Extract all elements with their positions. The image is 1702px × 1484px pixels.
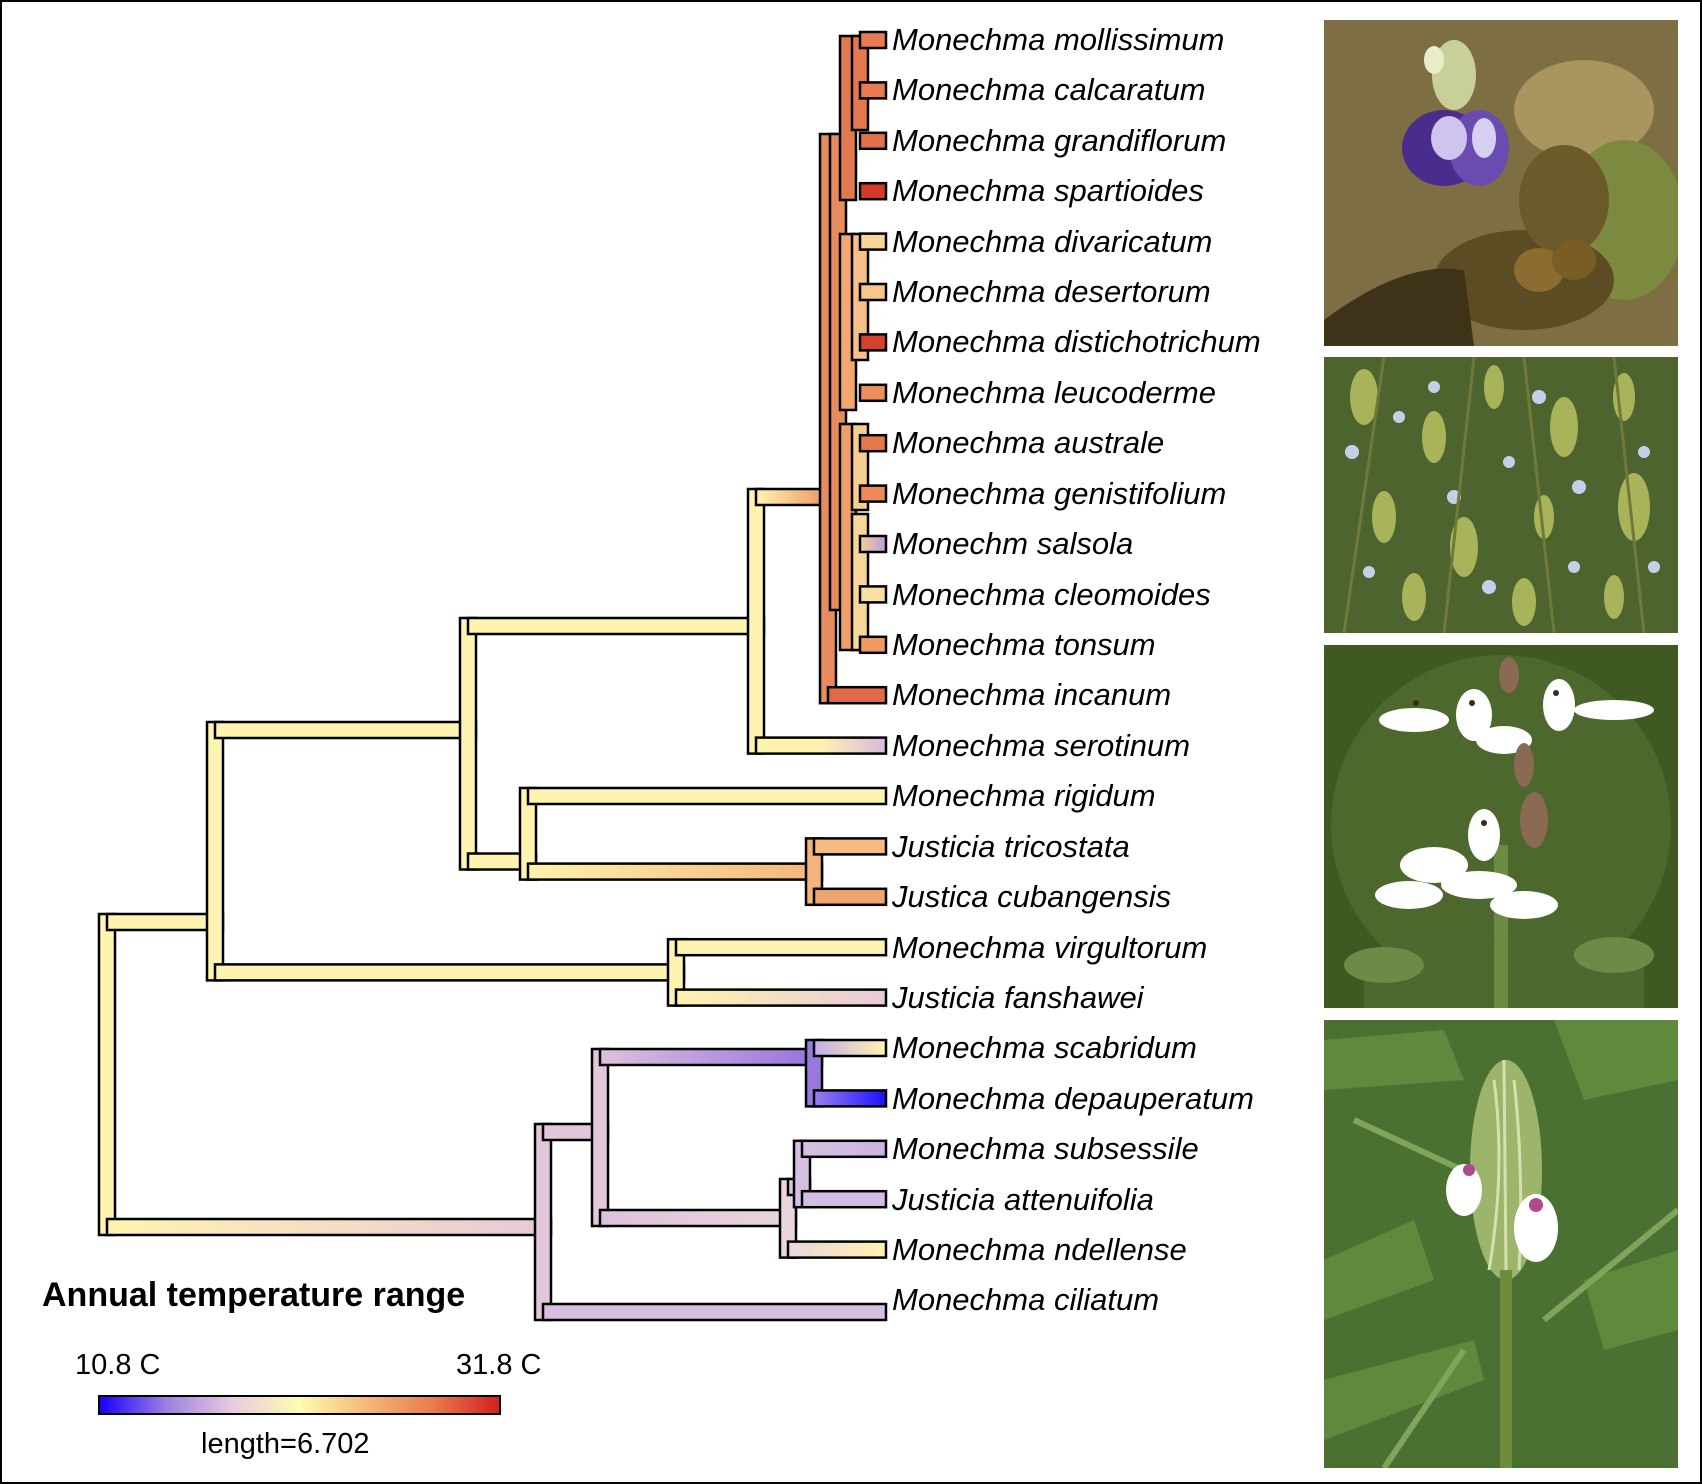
branch — [213, 963, 686, 982]
taxon-label: Monechma divaricatum — [892, 224, 1213, 259]
taxon-label: Monechma distichotrichum — [892, 324, 1261, 359]
legend-length-label: length=6.702 — [201, 1428, 370, 1460]
branch — [466, 616, 766, 636]
branch — [598, 1208, 798, 1228]
tip-branch — [786, 1240, 888, 1259]
root-connector — [97, 912, 117, 1237]
taxon-label: Monechma tonsum — [892, 627, 1156, 662]
branch-connector — [590, 1047, 610, 1228]
tip-branch — [674, 937, 888, 957]
tip-branch — [826, 685, 888, 705]
tip-branch — [858, 333, 888, 352]
branch-connector — [850, 512, 870, 652]
taxon-label: Justicia tricostata — [892, 829, 1130, 864]
flower-photo-white-bract — [1324, 1020, 1678, 1468]
tip-branch — [858, 534, 888, 554]
tip-branch — [858, 181, 888, 201]
root-branch-bottom — [105, 1217, 553, 1237]
tip-branch — [812, 887, 888, 907]
taxon-label: Monechma genistifolium — [892, 476, 1227, 511]
taxon-label: Monechma grandiflorum — [892, 123, 1227, 158]
taxon-label: Monechma depauperatum — [892, 1081, 1254, 1116]
branch-connector — [746, 487, 766, 755]
tip-branch — [812, 1038, 888, 1058]
tree-branches — [97, 30, 888, 1322]
tip-branch — [812, 837, 888, 856]
branch — [526, 862, 824, 881]
tip-branch — [858, 383, 888, 403]
tip-branch — [541, 1302, 888, 1322]
root-branch-top — [105, 912, 225, 932]
taxon-label: Monechma leucoderme — [892, 375, 1216, 410]
taxon-label: Monechma serotinum — [892, 728, 1191, 763]
flower-photo-white-spike — [1324, 645, 1678, 1008]
tip-branch — [812, 1089, 888, 1108]
tip-branch — [800, 1139, 888, 1159]
taxon-label: Monechma mollissimum — [892, 22, 1225, 57]
legend-color-bar — [98, 1395, 501, 1415]
tip-branch — [754, 736, 888, 755]
legend-min-label: 10.8 C — [75, 1349, 161, 1381]
taxon-label: Monechma calcaratum — [892, 72, 1206, 107]
tip-branch — [858, 635, 888, 655]
taxon-label: Monechma subsessile — [892, 1131, 1199, 1166]
taxon-label: Justicia fanshawei — [892, 980, 1144, 1015]
taxon-label: Justicia attenuifolia — [892, 1182, 1154, 1217]
taxon-label: Monechma scabridum — [892, 1030, 1197, 1065]
tip-branch — [674, 988, 888, 1007]
taxon-label: Monechma ciliatum — [892, 1282, 1160, 1317]
branch-connector — [458, 616, 478, 871]
taxon-label: Monechma rigidum — [892, 778, 1156, 813]
legend-title: Annual temperature range — [42, 1276, 466, 1314]
taxon-label: Monechma incanum — [892, 677, 1172, 712]
taxon-label: Monechma australe — [892, 425, 1165, 460]
tip-branch — [858, 232, 888, 251]
taxon-label: Monechma spartioides — [892, 173, 1204, 208]
tip-branch — [858, 282, 888, 302]
taxon-label: Monechm salsola — [892, 526, 1134, 561]
branch-connector — [533, 1122, 553, 1322]
tip-branch — [858, 131, 888, 151]
shrub-photo-green — [1324, 357, 1678, 633]
tip-branch — [800, 1189, 888, 1209]
branch-connector — [205, 720, 225, 982]
branch — [598, 1047, 824, 1067]
taxon-label: Monechma virgultorum — [892, 930, 1208, 965]
tip-branch — [858, 81, 888, 100]
branch — [213, 720, 478, 740]
taxon-label: Monechma cleomoides — [892, 577, 1211, 612]
taxon-label: Justica cubangensis — [892, 879, 1172, 914]
taxon-label: Monechma ndellense — [892, 1232, 1187, 1267]
tip-branch — [858, 433, 888, 453]
tip-branch — [858, 484, 888, 503]
tip-branch — [526, 786, 888, 806]
phylogenetic-tree — [97, 30, 888, 1322]
flower-photo-purple — [1324, 20, 1678, 346]
legend-max-label: 31.8 C — [456, 1349, 542, 1381]
taxon-label: Monechma desertorum — [892, 274, 1211, 309]
tip-branch — [858, 30, 888, 50]
tip-branch — [858, 585, 888, 604]
